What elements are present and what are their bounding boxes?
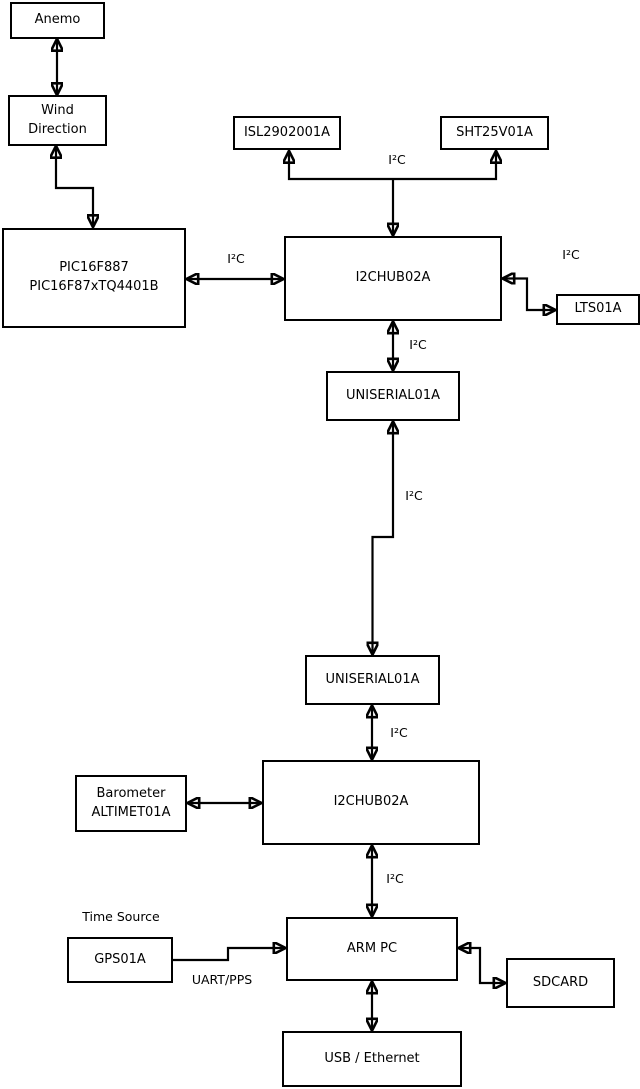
edge-gps-armpc: [173, 948, 285, 962]
node-wind-direction: Wind Direction: [8, 95, 107, 146]
node-uniserial-lower: UNISERIAL01A: [305, 655, 440, 705]
bus-label-lts: I²C: [562, 247, 580, 262]
node-barometer: Barometer ALTIMET01A: [75, 775, 187, 832]
bus-label-uniserial-hub2: I²C: [390, 725, 408, 740]
gps-link-label: UART/PPS: [191, 972, 253, 987]
node-usb-ethernet: USB / Ethernet: [282, 1031, 462, 1087]
node-arm-pc: ARM PC: [286, 917, 458, 981]
bus-label-pic-hub: I²C: [227, 251, 245, 266]
edge-armpc-sdcard: [460, 948, 505, 983]
gps-role-label: Time Source: [82, 909, 160, 924]
node-isl-sensor: ISL2902001A: [233, 116, 341, 150]
node-sht-sensor: SHT25V01A: [440, 116, 549, 150]
edge-uniserial-upper-uniserial-lower: [373, 423, 394, 654]
edge-i2chub-upper-lts: [504, 279, 555, 311]
node-pic-mcu: PIC16F887 PIC16F87xTQ4401B: [2, 228, 186, 328]
bus-label-hub2-armpc: I²C: [386, 871, 404, 886]
node-lts-sensor: LTS01A: [556, 294, 640, 325]
node-anemo: Anemo: [10, 2, 105, 39]
bus-label-top-sensors: I²C: [388, 152, 406, 167]
bus-label-hub-uniserial: I²C: [409, 337, 427, 352]
node-i2c-hub-upper: I2CHUB02A: [284, 236, 502, 321]
bus-label-uniserial-link: I²C: [405, 488, 423, 503]
edge-wind-direction-pic: [56, 147, 93, 226]
node-i2c-hub-lower: I2CHUB02A: [262, 760, 480, 845]
node-sdcard: SDCARD: [506, 958, 615, 1008]
node-gps: GPS01A: [67, 937, 173, 983]
node-uniserial-upper: UNISERIAL01A: [326, 371, 460, 421]
